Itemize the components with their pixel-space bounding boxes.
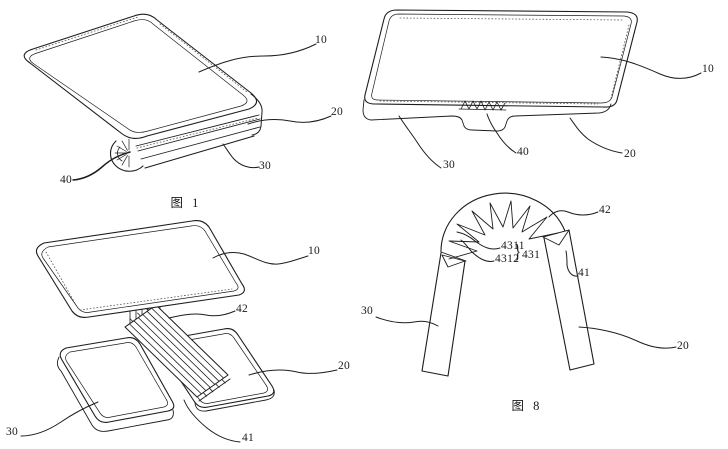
ref-label-20: 20 <box>624 148 637 160</box>
figure7-leader-lines <box>20 252 338 443</box>
ref-label-41: 41 <box>242 432 255 444</box>
figure8-leader-lines <box>375 210 677 349</box>
ref-label-20: 20 <box>331 106 344 118</box>
figure1-folded-device-drawing <box>23 13 332 181</box>
hinge-fan-spokes <box>114 138 130 168</box>
ref-label-4312: 4312 <box>495 253 520 265</box>
figure7-exploded-view-drawing <box>20 220 338 443</box>
ref-label-20: 20 <box>338 360 351 372</box>
ref-label-30: 30 <box>259 160 272 172</box>
figure8-caption: 图 8 <box>511 399 543 413</box>
figure1-leader-lines <box>72 43 332 181</box>
ref-label-10: 10 <box>308 245 321 257</box>
ref-group-brace: } <box>514 241 522 263</box>
ref-label-30: 30 <box>361 305 374 317</box>
figure8-bent-hinge-drawing <box>375 192 677 377</box>
figure2-leader-lines <box>398 56 702 169</box>
hinge-strip-ribs <box>129 307 224 395</box>
figure2-unfolded-device-drawing <box>362 9 702 169</box>
ref-label-10: 10 <box>315 34 328 46</box>
ref-label-431: 431 <box>522 249 541 261</box>
ref-label-40: 40 <box>60 174 73 186</box>
ref-label-4311: 4311 <box>501 240 525 252</box>
ref-label-30: 30 <box>6 426 19 438</box>
ref-label-42: 42 <box>236 303 249 315</box>
ref-label-30: 30 <box>443 159 456 171</box>
figure1-caption: 图 1 <box>170 196 202 210</box>
ref-label-40: 40 <box>517 146 530 158</box>
ref-label-20: 20 <box>677 340 690 352</box>
ref-label-10: 10 <box>702 63 715 75</box>
ref-label-41: 41 <box>578 267 591 279</box>
ref-label-42: 42 <box>599 204 612 216</box>
